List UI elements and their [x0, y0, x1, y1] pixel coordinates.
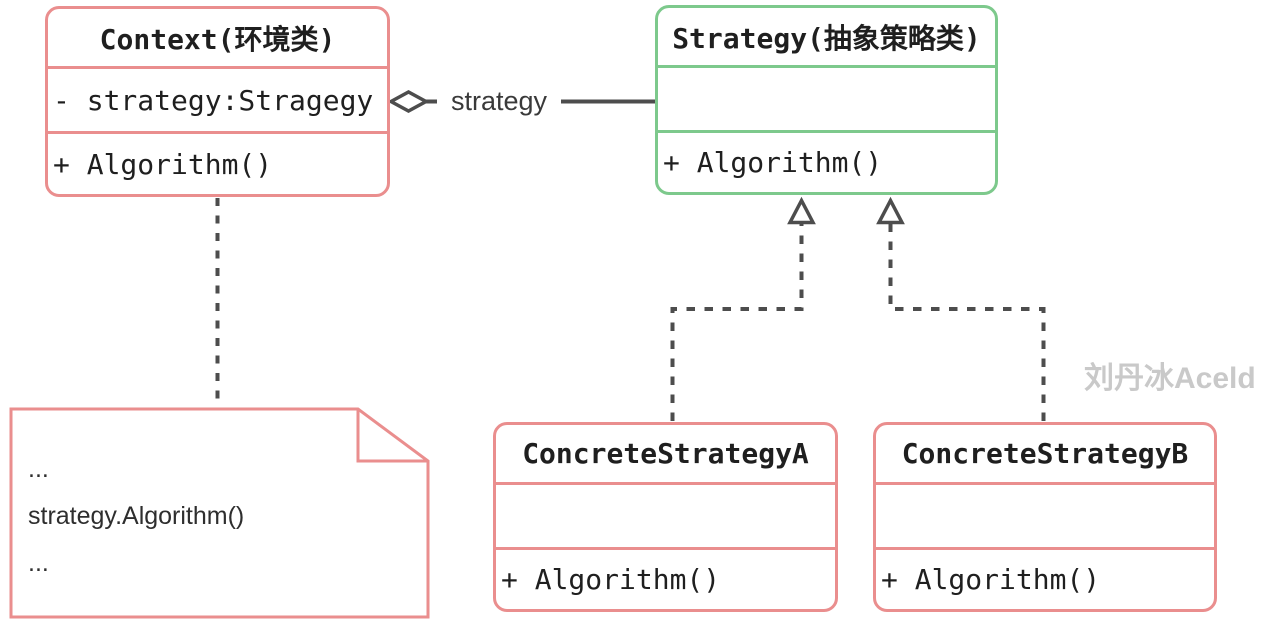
note-line: strategy.Algorithm()	[28, 502, 245, 530]
watermark-text: 刘丹冰Aceld	[1084, 362, 1256, 395]
class-strategy-title: Strategy(抽象策略类)	[672, 21, 981, 55]
aggregation-diamond-icon	[387, 90, 430, 113]
realization-connector-a	[670, 224, 804, 421]
class-concrete-strategy-b: ConcreteStrategyB + Algorithm()	[873, 422, 1217, 612]
association-label: strategy	[437, 83, 562, 120]
class-concrete-strategy-b-method: + Algorithm()	[876, 547, 1214, 609]
class-strategy-attributes-empty	[658, 65, 995, 130]
inheritance-arrowhead-b-icon	[876, 196, 905, 225]
class-concrete-strategy-a: ConcreteStrategyA + Algorithm()	[493, 422, 838, 612]
class-concrete-strategy-a-title: ConcreteStrategyA	[522, 437, 809, 470]
class-concrete-strategy-a-attributes-empty	[496, 482, 835, 547]
class-context-method: + Algorithm()	[48, 131, 387, 194]
class-strategy: Strategy(抽象策略类) + Algorithm()	[655, 5, 998, 195]
class-concrete-strategy-a-method: + Algorithm()	[496, 547, 835, 609]
note-shape	[9, 407, 430, 619]
class-context: Context(环境类) - strategy:Stragegy + Algor…	[45, 6, 390, 197]
note-line: ...	[28, 549, 49, 577]
note-text: ... strategy.Algorithm() ...	[28, 446, 244, 587]
class-context-title: Context(环境类)	[99, 22, 336, 56]
class-context-attribute: - strategy:Stragegy	[48, 66, 387, 131]
class-concrete-strategy-b-title: ConcreteStrategyB	[901, 437, 1189, 470]
realization-connector-b	[888, 224, 1046, 421]
class-strategy-method: + Algorithm()	[658, 130, 995, 192]
inheritance-arrowhead-a-icon	[787, 196, 816, 225]
note-fold-icon	[356, 409, 428, 463]
note-line: ...	[28, 455, 49, 483]
class-concrete-strategy-b-attributes-empty	[876, 482, 1214, 547]
